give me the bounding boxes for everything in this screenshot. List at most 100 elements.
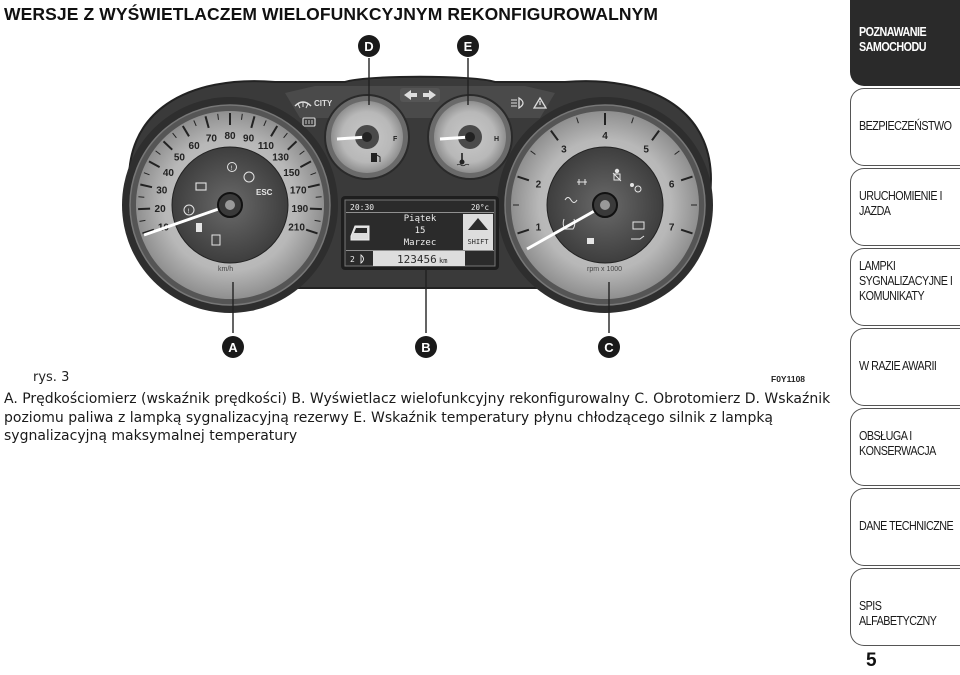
tachometer-scale-label: 5: [643, 144, 649, 155]
multifunction-display: 20:30 20°c Piątek 15 Marzec SHIFT 2 1234…: [341, 196, 499, 270]
tachometer-scale-tick: [631, 117, 634, 124]
speedometer-scale-label: 80: [224, 131, 236, 142]
engine-check-icon: [195, 182, 207, 191]
speedometer-scale-label: 70: [206, 134, 218, 145]
speedometer-scale-label: 170: [290, 185, 307, 196]
speedometer-scale-label: 210: [288, 223, 305, 234]
tachometer-scale-label: 3: [561, 144, 567, 155]
defrost-icon: [294, 101, 312, 109]
speedometer-scale-tick: [155, 150, 161, 155]
speedometer-scale-tick: [241, 113, 243, 120]
tab-bezpieczenstwo[interactable]: BEZPIECZEŃSTWO: [850, 88, 960, 166]
svg-text:!: !: [188, 208, 190, 215]
battery-icon: [632, 221, 645, 230]
tachometer-unit: rpm x 1000: [587, 266, 622, 273]
chapter-sidebar: POZNAWANIE SAMOCHODU BEZPIECZEŃSTWO URUC…: [850, 0, 960, 650]
speedometer-scale-label: 130: [272, 153, 289, 164]
display-month: Marzec: [404, 238, 437, 248]
speedometer-scale-tick: [172, 132, 177, 139]
svg-text:C: C: [604, 340, 614, 355]
tachometer-scale-label: 7: [669, 223, 675, 234]
tab-obsluga-i-konserwacja[interactable]: OBSŁUGA I KONSERWACJA: [850, 408, 960, 486]
speedometer-scale-label: 40: [163, 168, 175, 179]
speedometer-scale-tick: [142, 228, 155, 235]
speedometer-unit: km/h: [218, 266, 233, 273]
shift-up-arrow-icon: [468, 218, 488, 230]
svg-text:!: !: [231, 165, 233, 172]
tachometer-scale-tick: [550, 130, 559, 141]
speedometer-scale-tick: [217, 113, 219, 120]
speedometer-scale-tick: [299, 160, 312, 168]
speedometer-scale-tick: [310, 172, 317, 176]
speedometer-scale-label: 30: [156, 185, 168, 196]
page-number: 5: [866, 650, 877, 671]
speedometer-scale-tick: [143, 172, 150, 176]
svg-text:A: A: [228, 340, 238, 355]
tab-lampki-sygnalizacyjne[interactable]: LAMPKI SYGNALIZACYJNE I KOMUNIKATY: [850, 248, 960, 326]
tab-dane-techniczne[interactable]: DANE TECHNICZNE: [850, 488, 960, 566]
speedometer-scale-tick: [263, 120, 267, 127]
tachometer-scale-label: 2: [536, 179, 542, 190]
fuel-pump-icon: [371, 153, 381, 162]
tab-spis-alfabetyczny[interactable]: SPIS ALFABETYCZNY: [850, 568, 960, 646]
tachometer-scale-tick: [680, 175, 693, 182]
glow-plug-icon: [564, 197, 578, 203]
abs-icon: [243, 171, 255, 183]
display-temperature: 20°c: [471, 203, 489, 212]
speedometer-scale-label: 190: [292, 204, 309, 215]
tachometer-scale-tick: [517, 175, 530, 182]
tachometer-scale-label: 6: [669, 179, 675, 190]
speedometer-scale-tick: [140, 183, 153, 189]
callout-a: A: [222, 336, 244, 358]
speedometer-scale-tick: [138, 196, 145, 198]
figure-label: rys. 3: [33, 370, 70, 385]
tachometer-scale-label: 1: [536, 223, 542, 234]
svg-text:D: D: [364, 39, 373, 54]
display-shift: SHIFT: [467, 238, 489, 246]
speedometer-scale-label: 90: [243, 134, 255, 145]
fuel-reserve-icon: [196, 223, 202, 232]
display-date: 15: [415, 226, 426, 236]
temp-hot-mark: H: [494, 136, 499, 143]
display-odometer: 123456: [397, 253, 437, 266]
speedometer-scale-tick: [314, 219, 321, 222]
tachometer-scale-tick: [680, 228, 693, 235]
fuel-full-mark: F: [393, 136, 398, 143]
display-gear: 2: [350, 255, 355, 264]
speedometer-scale-label: 150: [283, 168, 300, 179]
rear-defrost-icon: [302, 117, 316, 127]
tachometer-scale-tick: [530, 150, 536, 155]
speedometer-scale-tick: [315, 196, 322, 198]
callout-b: B: [415, 336, 437, 358]
lock-icon: [587, 238, 594, 244]
temperature-gauge: H: [427, 94, 513, 180]
callout-d: D: [358, 35, 380, 57]
esc-label: ESC: [256, 188, 273, 197]
svg-text:B: B: [421, 340, 430, 355]
speedometer-scale-tick: [139, 219, 146, 222]
speedometer-scale-tick: [148, 160, 161, 168]
tab-w-razie-awarii[interactable]: W RAZIE AWARII: [850, 328, 960, 406]
city-label: CITY: [314, 99, 333, 108]
tachometer-scale-tick: [576, 117, 579, 124]
display-odometer-unit: km: [439, 257, 447, 265]
traction-warning-icon: [577, 179, 587, 185]
svg-text:E: E: [464, 39, 473, 54]
speedometer-scale-tick: [305, 228, 318, 235]
speedometer-scale-tick: [181, 125, 190, 137]
oil-level-icon: [631, 235, 645, 240]
speedometer-scale-label: 110: [258, 141, 275, 152]
speedometer-scale-tick: [309, 207, 322, 211]
tab-uruchomienie-i-jazda[interactable]: URUCHOMIENIE I JAZDA: [850, 168, 960, 246]
tachometer-needle: [526, 203, 606, 251]
speedometer-scale-tick: [138, 207, 151, 211]
speedometer-scale-label: 60: [189, 141, 201, 152]
low-beam-icon: [360, 254, 364, 264]
callout-e: E: [457, 35, 479, 57]
hazard-icon: [532, 96, 548, 109]
speedometer-scale-tick: [299, 150, 305, 155]
figure-code: F0Y1108: [771, 374, 806, 384]
instrument-cluster-figure: CITY F H: [122, 35, 713, 358]
tab-poznawanie-samochodu[interactable]: POZNAWANIE SAMOCHODU: [850, 0, 960, 86]
